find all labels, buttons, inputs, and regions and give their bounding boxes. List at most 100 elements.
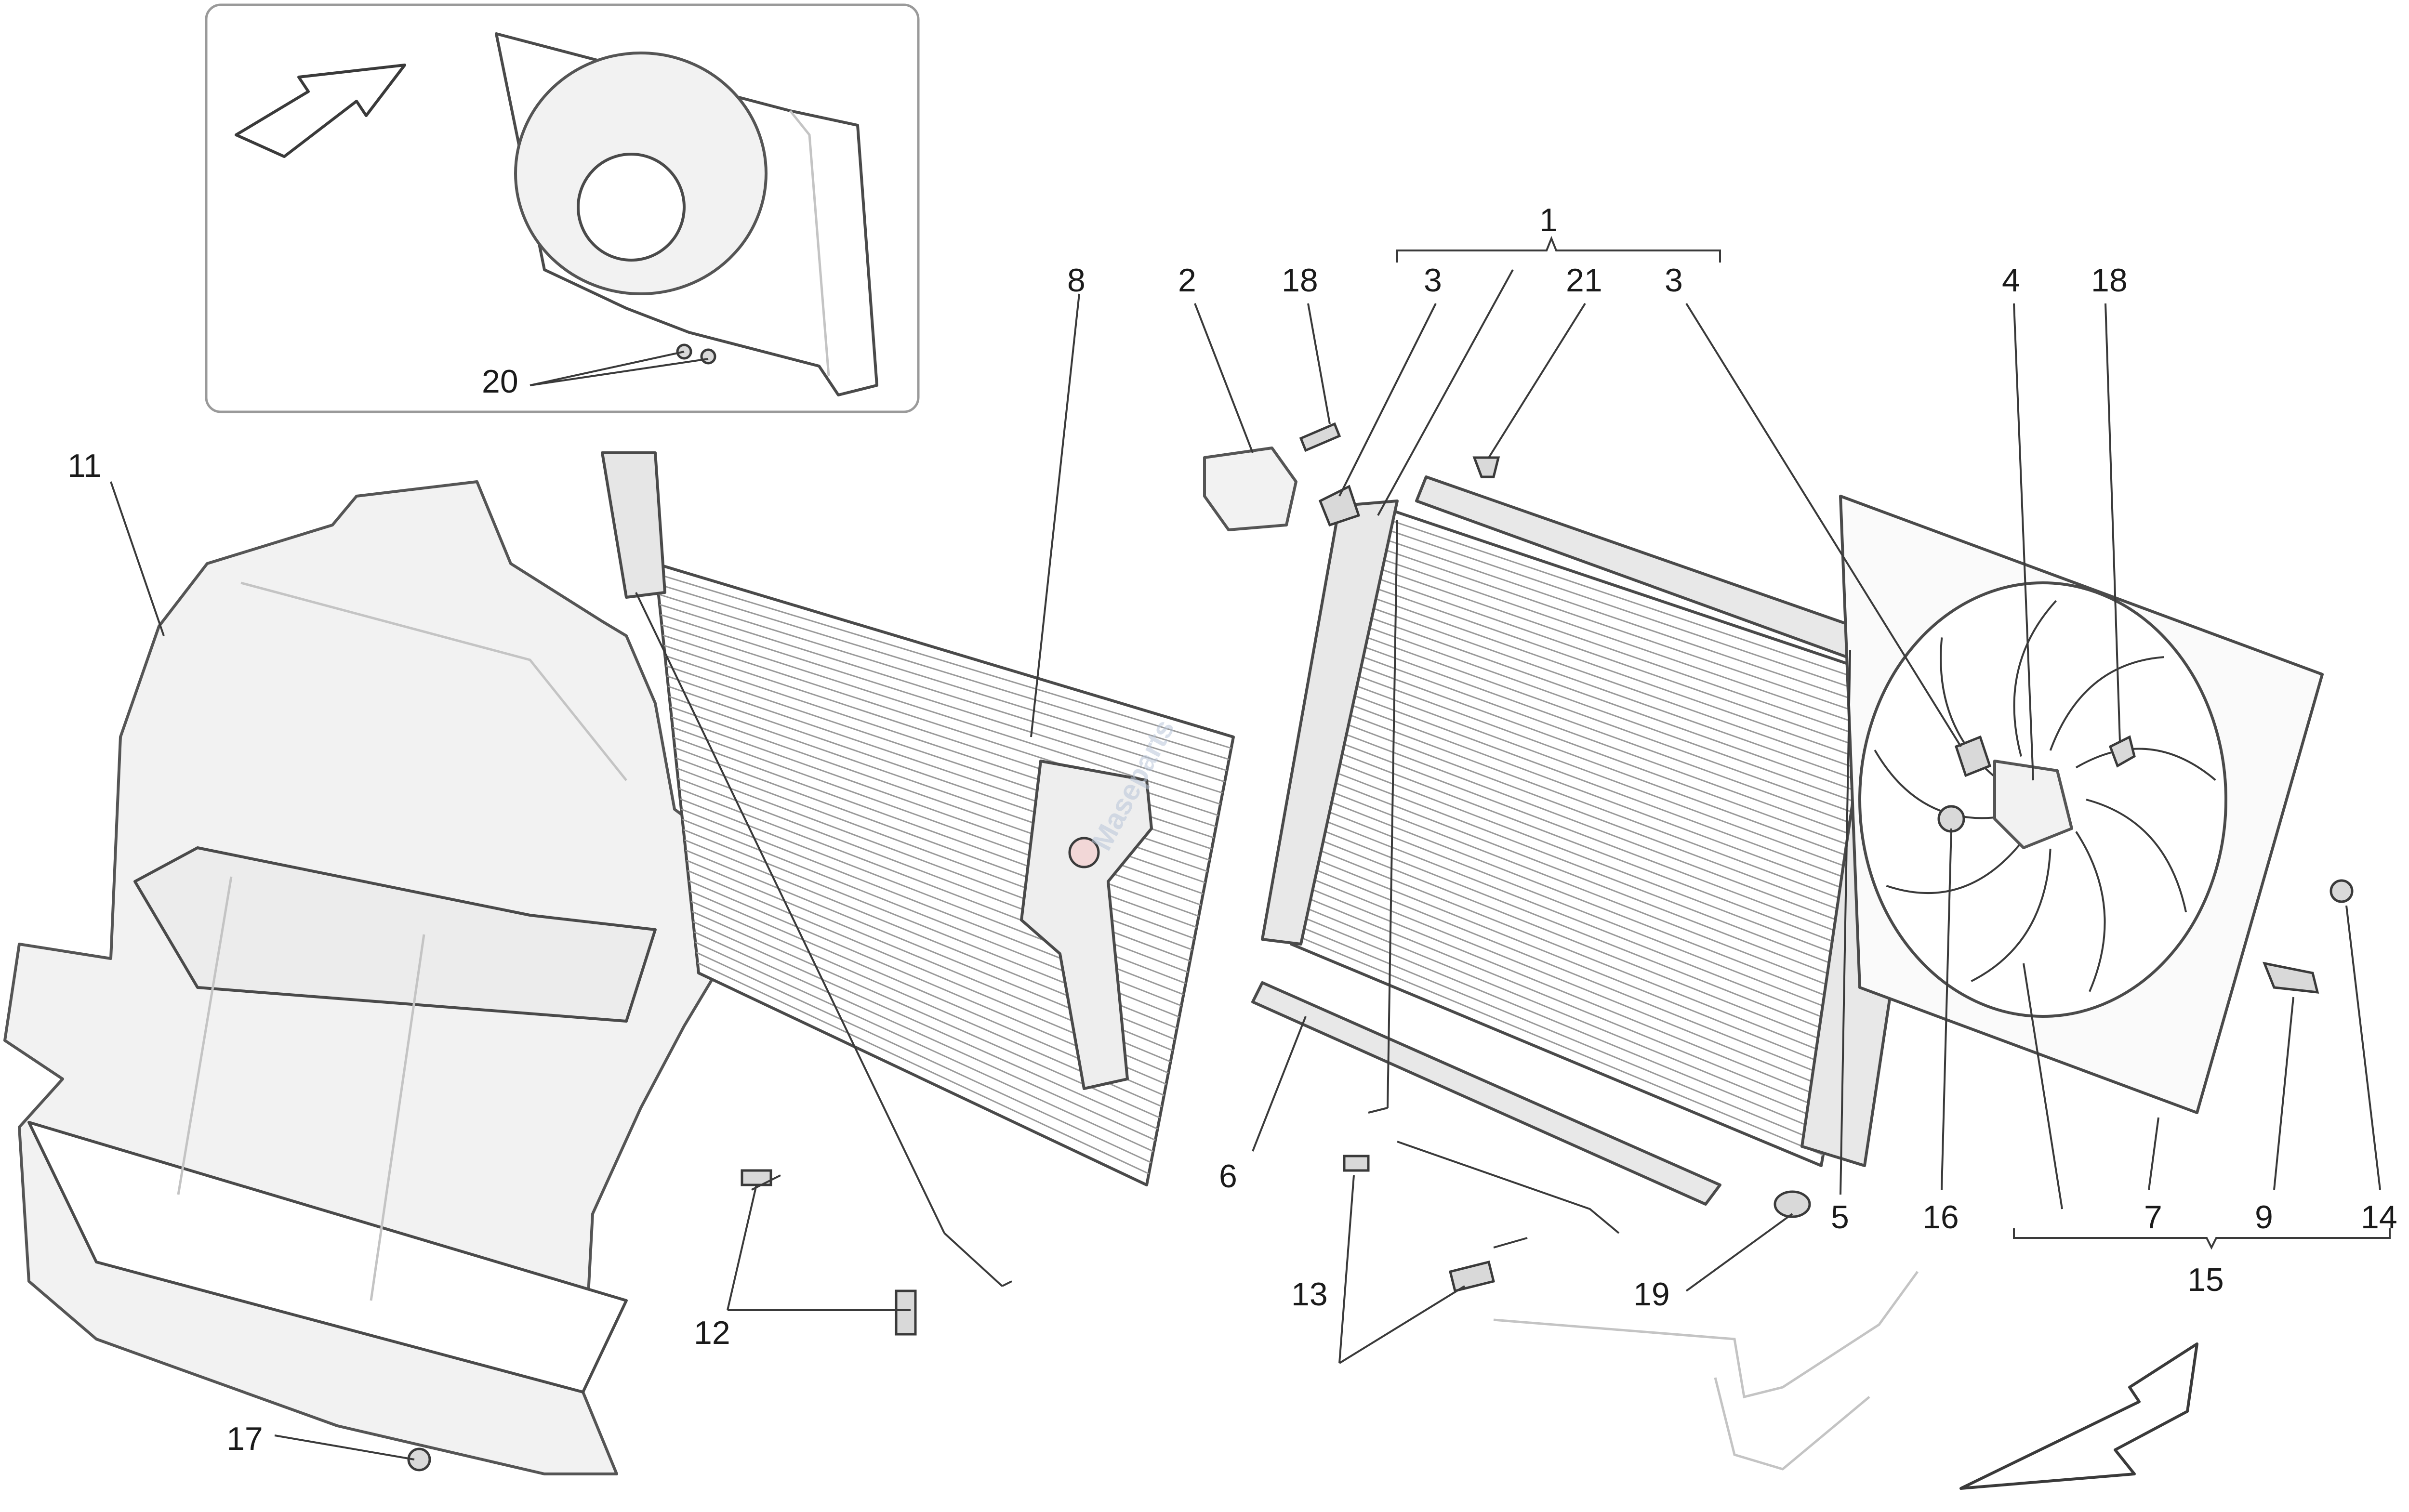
callout-17: 17 <box>226 1420 263 1457</box>
fin-line <box>697 962 1150 1175</box>
fan-blade <box>1874 749 2002 819</box>
small-parts <box>407 422 2354 1490</box>
fin-line <box>1337 710 1868 910</box>
callout-21: 21 <box>1566 262 1602 299</box>
bracket-part <box>1203 447 1297 531</box>
callout-9: 9 <box>2255 1199 2273 1236</box>
fin-line <box>1368 553 1899 738</box>
fin-line <box>672 726 1199 917</box>
direction-arrow-icon <box>1959 1342 2198 1490</box>
fin-line <box>694 931 1156 1141</box>
callout-3: 3 <box>1665 262 1683 299</box>
fin-line <box>1376 514 1906 696</box>
fin-line <box>1350 641 1881 835</box>
fin-line <box>1329 749 1860 952</box>
fan-blade <box>2013 600 2057 757</box>
fin-line <box>1333 729 1864 931</box>
fin-line <box>1320 797 1851 1006</box>
fin-line <box>1327 758 1858 963</box>
callout-6: 6 <box>1219 1158 1237 1195</box>
connector-part <box>2262 961 2319 994</box>
fin-line <box>656 573 1231 749</box>
fin-line <box>1335 719 1866 920</box>
fin-line <box>1325 768 1856 974</box>
fin-line <box>695 941 1154 1152</box>
clip-part <box>1318 485 1361 527</box>
callout-16: 16 <box>1922 1199 1959 1236</box>
rivet-part <box>1472 456 1500 478</box>
fan-blade <box>2086 799 2187 913</box>
fin-line <box>662 624 1221 805</box>
callout-15: 15 <box>2187 1262 2224 1298</box>
fin-line <box>1341 690 1872 888</box>
fin-line <box>659 604 1225 783</box>
fin-line <box>1358 602 1889 792</box>
screw-part <box>895 1289 917 1336</box>
screw-part <box>407 1447 431 1472</box>
fin-line <box>658 593 1227 772</box>
fin-line <box>1324 777 1854 985</box>
fin-line <box>1331 738 1862 942</box>
nut-part <box>1937 805 1965 833</box>
inset-detail-box <box>205 3 920 413</box>
callout-3: 3 <box>1424 262 1442 299</box>
fin-line <box>1339 700 1870 899</box>
callout-8: 8 <box>1067 262 1085 299</box>
rubber-mount-part <box>1774 1190 1811 1218</box>
callout-19: 19 <box>1633 1276 1670 1313</box>
fan-blade <box>1886 842 2022 894</box>
leader-lines <box>110 236 2391 1460</box>
fin-line <box>1345 671 1876 867</box>
fin-line <box>1360 592 1891 781</box>
fin-line <box>1298 904 1829 1124</box>
fin-line <box>1352 631 1883 824</box>
fin-line <box>1347 661 1878 856</box>
screw-part <box>1448 1260 1496 1293</box>
fan-blade <box>2075 748 2216 781</box>
fin-line <box>1316 816 1847 1027</box>
direction-arrow-icon <box>235 64 406 158</box>
screw-part <box>1343 1155 1370 1172</box>
fin-line <box>1343 680 1874 878</box>
chassis-outline <box>1493 1271 1919 1471</box>
fin-line <box>1322 788 1853 995</box>
fin-line <box>1372 534 1903 717</box>
fin-line <box>1366 563 1897 749</box>
callout-11: 11 <box>67 447 102 484</box>
fin-line <box>660 614 1223 794</box>
fin-line <box>1308 855 1839 1070</box>
callout-13: 13 <box>1291 1276 1328 1313</box>
fin-line <box>1314 826 1845 1038</box>
fin-line <box>1306 865 1837 1081</box>
radiator <box>1251 475 1933 1206</box>
fin-line <box>1310 846 1841 1060</box>
callout-2: 2 <box>1178 262 1196 299</box>
air-duct-shroud <box>3 480 772 1475</box>
fin-line <box>1349 651 1880 845</box>
condenser <box>601 451 1235 1186</box>
screw-part <box>2108 735 2136 768</box>
callout-labels: 1 2 18 3 21 3 4 18 8 11 20 6 5 16 7 9 14… <box>67 202 2397 1457</box>
callout-14: 14 <box>2361 1199 2397 1236</box>
fin-line <box>1356 612 1887 802</box>
fin-line <box>696 952 1152 1163</box>
fan-blade <box>2075 831 2106 992</box>
fin-line <box>1364 573 1895 760</box>
fin-line <box>1304 875 1835 1091</box>
callout-18: 18 <box>2091 262 2128 299</box>
fin-line <box>1354 622 1885 814</box>
fan-blade <box>1971 848 2052 982</box>
fin-line <box>1293 933 1824 1156</box>
inset-fan-shroud <box>495 32 878 396</box>
clip-part <box>1954 735 1992 777</box>
callout-12: 12 <box>694 1315 730 1351</box>
fin-line <box>657 583 1230 760</box>
callout-18: 18 <box>1282 262 1318 299</box>
fan-blade <box>2049 656 2164 751</box>
fin-line <box>1312 836 1843 1049</box>
callout-5: 5 <box>1831 1199 1849 1236</box>
callout-7: 7 <box>2144 1199 2162 1236</box>
fin-line <box>1295 924 1826 1145</box>
fin-line <box>1300 894 1831 1113</box>
